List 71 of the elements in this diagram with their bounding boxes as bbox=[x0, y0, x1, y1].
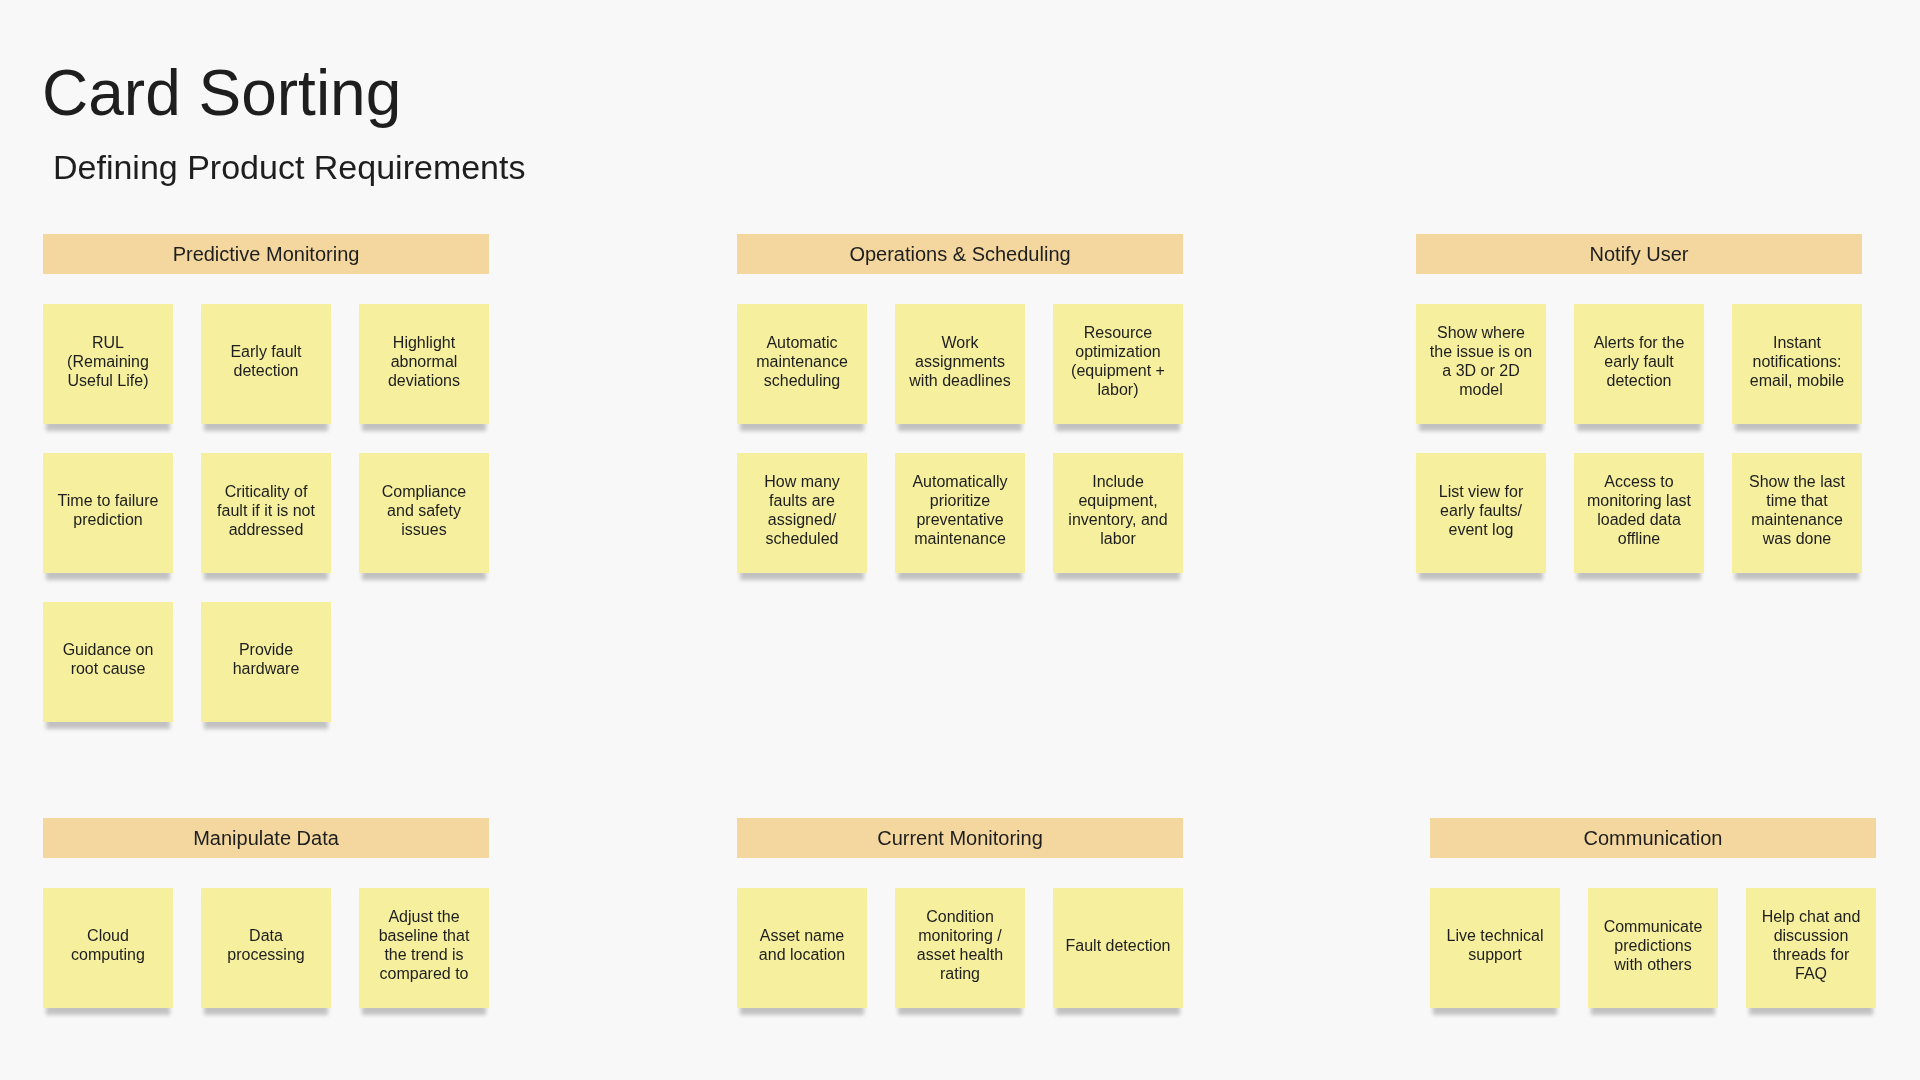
note-text: Provide hardware bbox=[231, 640, 301, 678]
category-title: Operations & Scheduling bbox=[849, 242, 1071, 266]
note-text: Include equipment, inventory, and labor bbox=[1067, 472, 1169, 548]
note-text: Highlight abnormal deviations bbox=[386, 332, 461, 390]
category-title: Predictive Monitoring bbox=[172, 242, 360, 266]
sticky-note bbox=[1574, 304, 1704, 424]
note-text: How many faults are assigned/ scheduled bbox=[763, 472, 841, 548]
category-title: Notify User bbox=[1589, 242, 1689, 266]
note-text: Instant notifications: email, mobile bbox=[1748, 332, 1846, 390]
sticky-note bbox=[359, 888, 489, 1008]
sticky-note bbox=[1732, 453, 1862, 573]
note-text: Compliance and safety issues bbox=[380, 481, 468, 539]
note-text: RUL (Remaining Useful Life) bbox=[66, 332, 150, 390]
sticky-note bbox=[1053, 888, 1183, 1008]
note-text: Help chat and discussion threads for FAQ bbox=[1760, 907, 1862, 983]
sticky-note bbox=[1574, 453, 1704, 573]
note-text: Criticality of fault if it is not addressed bbox=[216, 481, 316, 539]
sticky-note bbox=[1053, 304, 1183, 424]
category-header bbox=[43, 234, 489, 274]
note-text: Resource optimization (equipment + labor) bbox=[1070, 323, 1166, 399]
sticky-note bbox=[1053, 453, 1183, 573]
note-text: Show where the issue is on a 3D or 2D model bbox=[1428, 323, 1534, 399]
sticky-note bbox=[895, 888, 1025, 1008]
note-text: Show the last time that maintenance was done bbox=[1747, 472, 1847, 548]
sticky-note bbox=[895, 453, 1025, 573]
sticky-note bbox=[1732, 304, 1862, 424]
note-text: Data processing bbox=[226, 926, 306, 964]
sticky-note bbox=[359, 304, 489, 424]
note-text: Early fault detection bbox=[229, 342, 303, 380]
note-text: Guidance on root cause bbox=[61, 640, 155, 678]
note-text: Alerts for the early fault detection bbox=[1592, 332, 1686, 390]
sticky-note bbox=[201, 304, 331, 424]
sticky-note bbox=[1588, 888, 1718, 1008]
sticky-note bbox=[201, 602, 331, 722]
sticky-note bbox=[43, 453, 173, 573]
sticky-note bbox=[43, 602, 173, 722]
category-header bbox=[1430, 818, 1876, 858]
category-header bbox=[737, 234, 1183, 274]
note-text: Condition monitoring / asset health rating bbox=[915, 907, 1005, 983]
sticky-note bbox=[201, 888, 331, 1008]
sticky-note bbox=[1746, 888, 1876, 1008]
note-text: Live technical support bbox=[1445, 926, 1545, 964]
note-text: List view for early faults/ event log bbox=[1437, 481, 1525, 539]
sticky-note bbox=[737, 888, 867, 1008]
note-text: Access to monitoring last loaded data offline bbox=[1585, 472, 1692, 548]
note-text: Fault detection bbox=[1065, 935, 1171, 955]
sticky-note bbox=[737, 453, 867, 573]
page-subtitle: Defining Product Requirements bbox=[53, 150, 526, 184]
sticky-note bbox=[737, 304, 867, 424]
sticky-note bbox=[201, 453, 331, 573]
sticky-note bbox=[43, 888, 173, 1008]
note-text: Time to failure prediction bbox=[56, 491, 160, 529]
sticky-note bbox=[359, 453, 489, 573]
note-text: Asset name and location bbox=[757, 926, 847, 964]
note-text: Automatic maintenance scheduling bbox=[755, 332, 849, 390]
note-text: Cloud computing bbox=[70, 926, 146, 964]
category-title: Communication bbox=[1583, 826, 1723, 850]
note-text: Adjust the baseline that the trend is compared to bbox=[377, 907, 471, 983]
sticky-note bbox=[895, 304, 1025, 424]
note-text: Automatically prioritize preventative maintenance bbox=[911, 472, 1009, 548]
sticky-note bbox=[43, 304, 173, 424]
category-header bbox=[737, 818, 1183, 858]
category-title: Current Monitoring bbox=[877, 826, 1043, 850]
sticky-note bbox=[1416, 304, 1546, 424]
category-header bbox=[1416, 234, 1862, 274]
sticky-note bbox=[1416, 453, 1546, 573]
category-header bbox=[43, 818, 489, 858]
category-title: Manipulate Data bbox=[193, 826, 339, 850]
note-text: Communicate predictions with others bbox=[1602, 916, 1704, 974]
note-text: Work assignments with deadlines bbox=[908, 332, 1012, 390]
sticky-note bbox=[1430, 888, 1560, 1008]
